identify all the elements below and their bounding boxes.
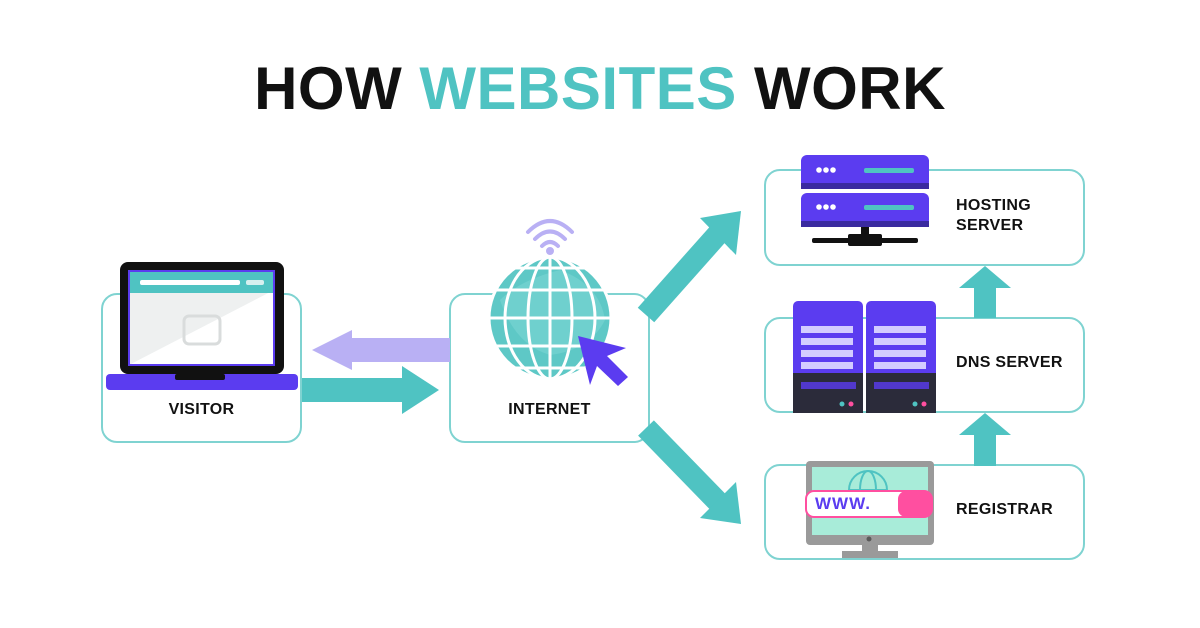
- hosting-server-label-line1: HOSTING: [956, 197, 1031, 214]
- wifi-icon: [526, 219, 574, 255]
- to-hosting-arrow: [637, 211, 741, 323]
- registrar-to-dns-arrow: [959, 413, 1011, 466]
- to-registrar-arrow: [638, 420, 741, 524]
- page-title: HOW WEBSITES WORK: [0, 54, 1200, 123]
- registrar-label: REGISTRAR: [956, 501, 1053, 518]
- title-part-2: WEBSITES: [419, 55, 737, 122]
- cursor-icon: [578, 336, 628, 386]
- return-arrow: [312, 330, 450, 370]
- title-part-1: HOW: [254, 55, 403, 122]
- server-icon: [801, 155, 929, 246]
- hosting-server-label-line2: SERVER: [956, 217, 1024, 234]
- request-arrow: [302, 366, 439, 414]
- internet-label: INTERNET: [508, 401, 591, 418]
- title-part-3: WORK: [753, 55, 946, 122]
- dns-to-hosting-arrow: [959, 266, 1011, 318]
- laptop-icon: [106, 262, 298, 390]
- monitor-icon: [805, 461, 934, 558]
- domain-text: WWW.: [815, 494, 871, 513]
- visitor-label: VISITOR: [168, 401, 235, 418]
- dns-server-icon: [793, 301, 936, 413]
- dns-server-label: DNS SERVER: [956, 354, 1063, 371]
- globe-icon: [487, 255, 613, 381]
